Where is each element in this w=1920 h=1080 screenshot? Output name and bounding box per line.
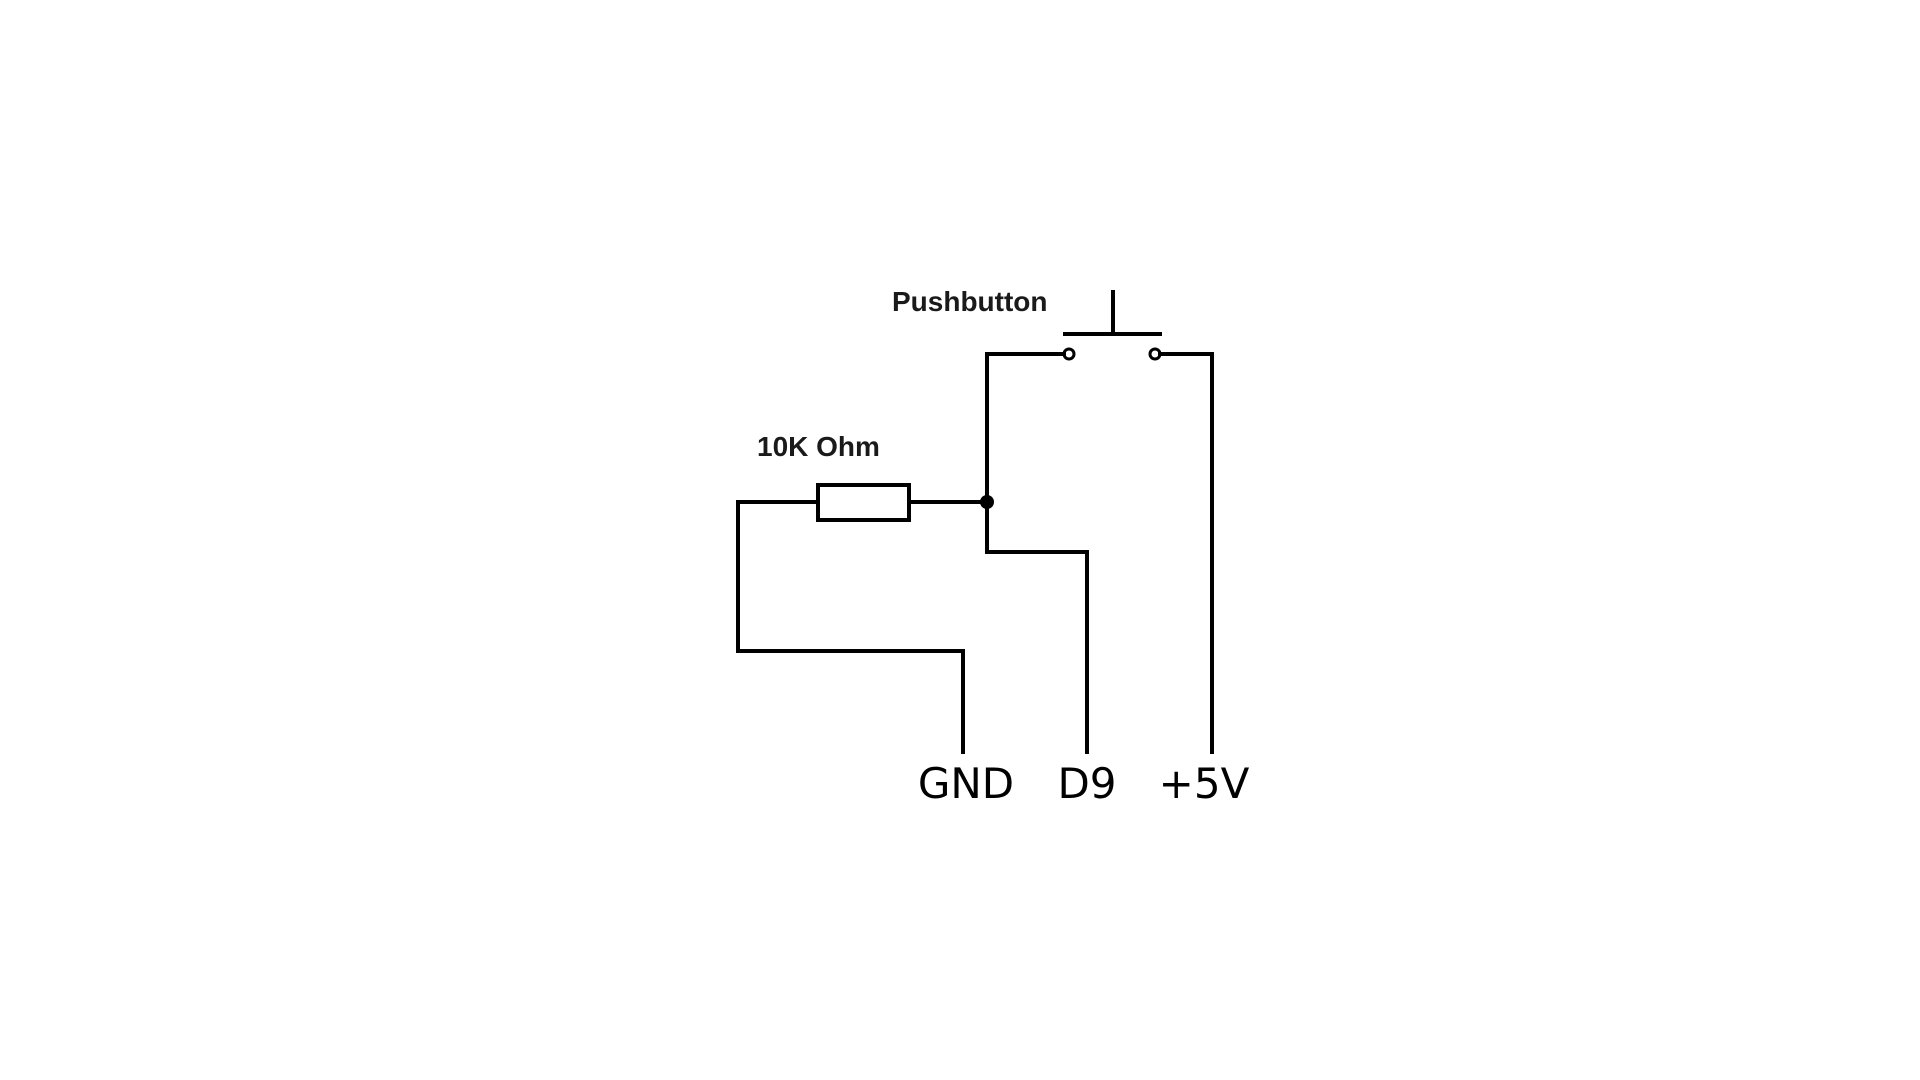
5v-pin-label: +5V bbox=[1159, 759, 1250, 808]
wire-node-to-pushbutton bbox=[985, 352, 1066, 504]
pushbutton-label: Pushbutton bbox=[892, 286, 1048, 317]
pushbutton-symbol bbox=[1062, 290, 1162, 361]
resistor-symbol bbox=[816, 483, 911, 522]
wire-node-to-d9 bbox=[985, 500, 1089, 754]
resistor-label: 10K Ohm bbox=[757, 431, 880, 462]
wire-pushbutton-to-5v bbox=[1158, 352, 1214, 754]
wire-resistor-to-gnd bbox=[736, 500, 965, 754]
gnd-pin-label: GND bbox=[918, 759, 1014, 808]
junction-dot bbox=[980, 495, 994, 509]
d9-pin-label: D9 bbox=[1057, 759, 1116, 808]
